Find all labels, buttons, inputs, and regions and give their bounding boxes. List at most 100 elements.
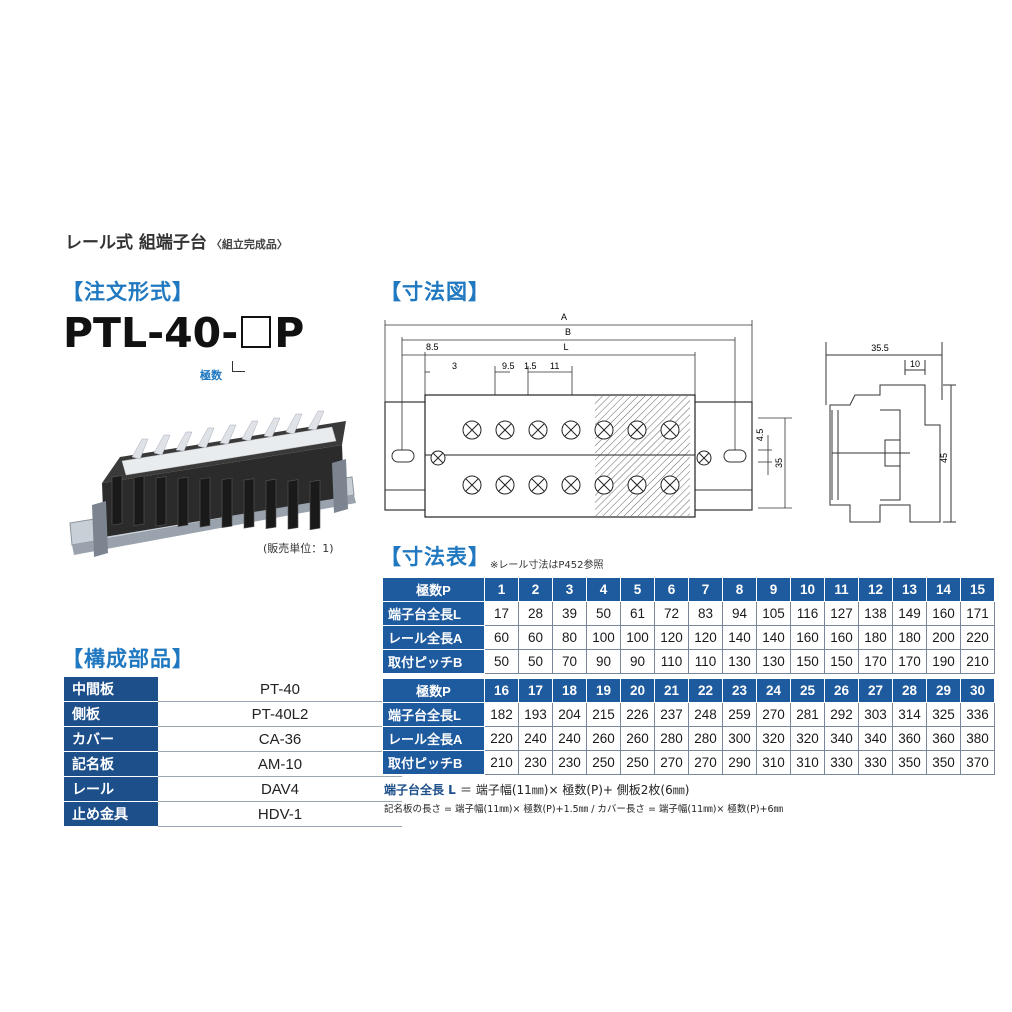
table-cell: 100 bbox=[620, 625, 655, 650]
table-cell: 39 bbox=[552, 601, 587, 626]
table-cell: 210 bbox=[960, 649, 995, 674]
section-dimension-drawing: 【寸法図】 bbox=[380, 280, 490, 304]
table-cell: 259 bbox=[722, 702, 757, 727]
label-8-5: 8.5 bbox=[426, 342, 439, 352]
side-view bbox=[825, 342, 956, 523]
parts-value: PT-40 bbox=[158, 677, 402, 702]
table-cell: 320 bbox=[756, 726, 791, 751]
table-cell: 80 bbox=[552, 625, 587, 650]
table-cell: 210 bbox=[484, 750, 519, 775]
sales-unit-note: (販売単位：1) bbox=[263, 542, 334, 555]
table-cell: 83 bbox=[688, 601, 723, 626]
table-cell: 160 bbox=[790, 625, 825, 650]
table-cell: 100 bbox=[586, 625, 621, 650]
parts-value: PT-40L2 bbox=[158, 701, 402, 727]
table-cell: 27 bbox=[858, 678, 893, 703]
table-cell: 10 bbox=[790, 577, 825, 602]
table-cell: 50 bbox=[518, 649, 553, 674]
table-cell: 19 bbox=[586, 678, 621, 703]
label-35-5: 35.5 bbox=[871, 343, 889, 353]
table-cell: 310 bbox=[756, 750, 791, 775]
table-cell: 4 bbox=[586, 577, 621, 602]
title-main: レール式 組端子台 bbox=[65, 233, 207, 253]
table-cell: 350 bbox=[926, 750, 961, 775]
table-cell: 94 bbox=[722, 601, 757, 626]
table-cell: 90 bbox=[620, 649, 655, 674]
table-cell: 380 bbox=[960, 726, 995, 751]
dimension-drawing: A B L 8.5 3 9.5 1.5 11 bbox=[384, 312, 956, 523]
table-cell: 220 bbox=[960, 625, 995, 650]
table-cell: 215 bbox=[586, 702, 621, 727]
label-1-5: 1.5 bbox=[524, 361, 537, 371]
table-cell: 330 bbox=[824, 750, 859, 775]
table-cell: 360 bbox=[892, 726, 927, 751]
row-label: 取付ピッチB bbox=[382, 649, 485, 674]
table-cell: 50 bbox=[586, 601, 621, 626]
page-title: レール式 組端子台〈組立完成品〉 bbox=[65, 228, 288, 253]
parts-name: 側板 bbox=[64, 701, 158, 727]
table-cell: 17 bbox=[518, 678, 553, 703]
table-cell: 29 bbox=[926, 678, 961, 703]
table-cell: 160 bbox=[926, 601, 961, 626]
table-cell: 250 bbox=[620, 750, 655, 775]
table-cell: 182 bbox=[484, 702, 519, 727]
table-cell: 270 bbox=[688, 750, 723, 775]
table-cell: 226 bbox=[620, 702, 655, 727]
table-cell: 130 bbox=[722, 649, 757, 674]
table-cell: 90 bbox=[586, 649, 621, 674]
table-cell: 180 bbox=[858, 625, 893, 650]
row-label: 端子台全長L bbox=[382, 601, 485, 626]
label-45: 45 bbox=[939, 453, 949, 463]
poles-placeholder-box bbox=[241, 316, 272, 348]
table-cell: 237 bbox=[654, 702, 689, 727]
table-cell: 240 bbox=[518, 726, 553, 751]
table-cell: 314 bbox=[892, 702, 927, 727]
table-cell: 3 bbox=[552, 577, 587, 602]
table-cell: 18 bbox=[552, 678, 587, 703]
table-cell: 6 bbox=[654, 577, 689, 602]
table-cell: 2 bbox=[518, 577, 553, 602]
table-cell: 260 bbox=[586, 726, 621, 751]
label-11: 11 bbox=[550, 361, 559, 371]
table-cell: 8 bbox=[722, 577, 757, 602]
table-cell: 60 bbox=[484, 625, 519, 650]
row-label: レール全長A bbox=[382, 726, 485, 751]
title-sub: 〈組立完成品〉 bbox=[210, 238, 288, 251]
table-cell: 110 bbox=[688, 649, 723, 674]
table-cell: 70 bbox=[552, 649, 587, 674]
table-cell: 140 bbox=[756, 625, 791, 650]
table-cell: 280 bbox=[654, 726, 689, 751]
parts-value: CA-36 bbox=[158, 726, 402, 752]
table-cell: 26 bbox=[824, 678, 859, 703]
table-cell: 160 bbox=[824, 625, 859, 650]
section-parts: 【構成部品】 bbox=[62, 647, 194, 671]
table-cell: 230 bbox=[518, 750, 553, 775]
table-cell: 310 bbox=[790, 750, 825, 775]
table-cell: 127 bbox=[824, 601, 859, 626]
table-cell: 320 bbox=[790, 726, 825, 751]
table-cell: 9 bbox=[756, 577, 791, 602]
section-order: 【注文形式】 bbox=[62, 280, 194, 304]
table-cell: 270 bbox=[654, 750, 689, 775]
table-cell: 325 bbox=[926, 702, 961, 727]
photo-cover bbox=[121, 426, 337, 476]
model-number: PTL-40-P bbox=[63, 309, 304, 357]
label-4-5: 4.5 bbox=[755, 429, 765, 442]
table-cell: 50 bbox=[484, 649, 519, 674]
table-cell: 138 bbox=[858, 601, 893, 626]
table-cell: 24 bbox=[756, 678, 791, 703]
table-cell: 14 bbox=[926, 577, 961, 602]
table-cell: 370 bbox=[960, 750, 995, 775]
table-cell: 171 bbox=[960, 601, 995, 626]
table-cell: 204 bbox=[552, 702, 587, 727]
table-cell: 200 bbox=[926, 625, 961, 650]
table-cell: 292 bbox=[824, 702, 859, 727]
table-cell: 12 bbox=[858, 577, 893, 602]
